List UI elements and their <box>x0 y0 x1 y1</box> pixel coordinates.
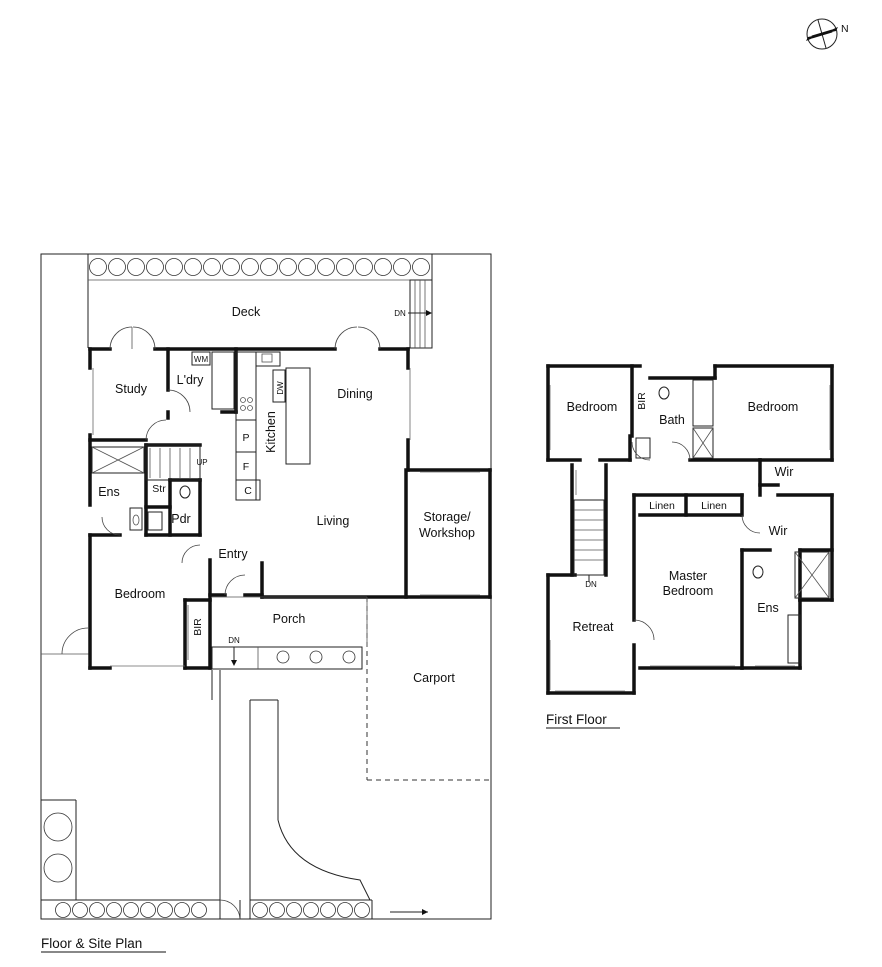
first-floor-walls <box>546 364 834 695</box>
room-label-linen-right: Linen <box>701 500 727 512</box>
room-label-first-bir: BIR <box>636 392 648 410</box>
first-floor-fixtures <box>549 379 831 692</box>
garden-shrubs-bottom <box>43 812 370 918</box>
room-label-storage: Storage/ <box>423 510 471 524</box>
room-label-bedroom-left: Bedroom <box>567 400 618 414</box>
ground-floor-labels: Deck Study L'dry WM DW Kitchen P F C Din… <box>98 305 475 685</box>
room-label-store: Str <box>152 483 166 495</box>
room-label-dining: Dining <box>337 387 372 401</box>
room-label-wir-top: Wir <box>775 465 794 479</box>
room-label-laundry: L'dry <box>177 373 204 387</box>
room-label-master: Master <box>669 569 707 583</box>
stairs-up-label: UP <box>196 458 207 467</box>
washing-machine-label: WM <box>194 355 209 364</box>
site-boundary <box>40 253 492 920</box>
room-label-master-bedroom: Bedroom <box>663 584 714 598</box>
room-label-living: Living <box>317 514 350 528</box>
first-floor-title: First Floor <box>546 712 607 727</box>
porch-stairs-down-label: DN <box>228 636 240 645</box>
room-label-retreat: Retreat <box>573 620 615 634</box>
ground-floor-fixtures <box>61 326 480 670</box>
room-label-first-ensuite: Ens <box>757 601 779 615</box>
room-label-entry: Entry <box>218 547 248 561</box>
room-label-powder: Pdr <box>171 512 190 526</box>
compass-icon <box>806 18 838 50</box>
first-stairs-down-label: DN <box>585 580 597 589</box>
room-label-deck: Deck <box>232 305 261 319</box>
compass-north-label: N <box>841 23 849 35</box>
room-label-linen-left: Linen <box>649 500 675 512</box>
room-label-carport: Carport <box>413 671 455 685</box>
cupboard-label: C <box>244 485 252 497</box>
room-label-bath: Bath <box>659 413 685 427</box>
pantry-label: P <box>242 432 249 444</box>
deck-stairs-down-label: DN <box>394 309 406 318</box>
dishwasher-label: DW <box>276 381 285 395</box>
room-label-wir-mid: Wir <box>769 524 788 538</box>
garden-shrubs-top <box>89 258 430 276</box>
room-label-workshop: Workshop <box>419 526 475 540</box>
first-floor-labels: Bedroom BIR Bath Bedroom Wir Linen Linen… <box>567 392 799 634</box>
room-label-bedroom-right: Bedroom <box>748 400 799 414</box>
room-label-bir: BIR <box>192 618 204 636</box>
carport-outline <box>366 597 490 781</box>
room-label-kitchen: Kitchen <box>264 411 278 453</box>
deck-stairs <box>408 279 433 349</box>
fridge-label: F <box>243 461 249 473</box>
ground-floor-title: Floor & Site Plan <box>41 936 142 951</box>
room-label-study: Study <box>115 382 148 396</box>
room-label-bedroom: Bedroom <box>115 587 166 601</box>
room-label-ensuite: Ens <box>98 485 120 499</box>
room-label-porch: Porch <box>273 612 306 626</box>
